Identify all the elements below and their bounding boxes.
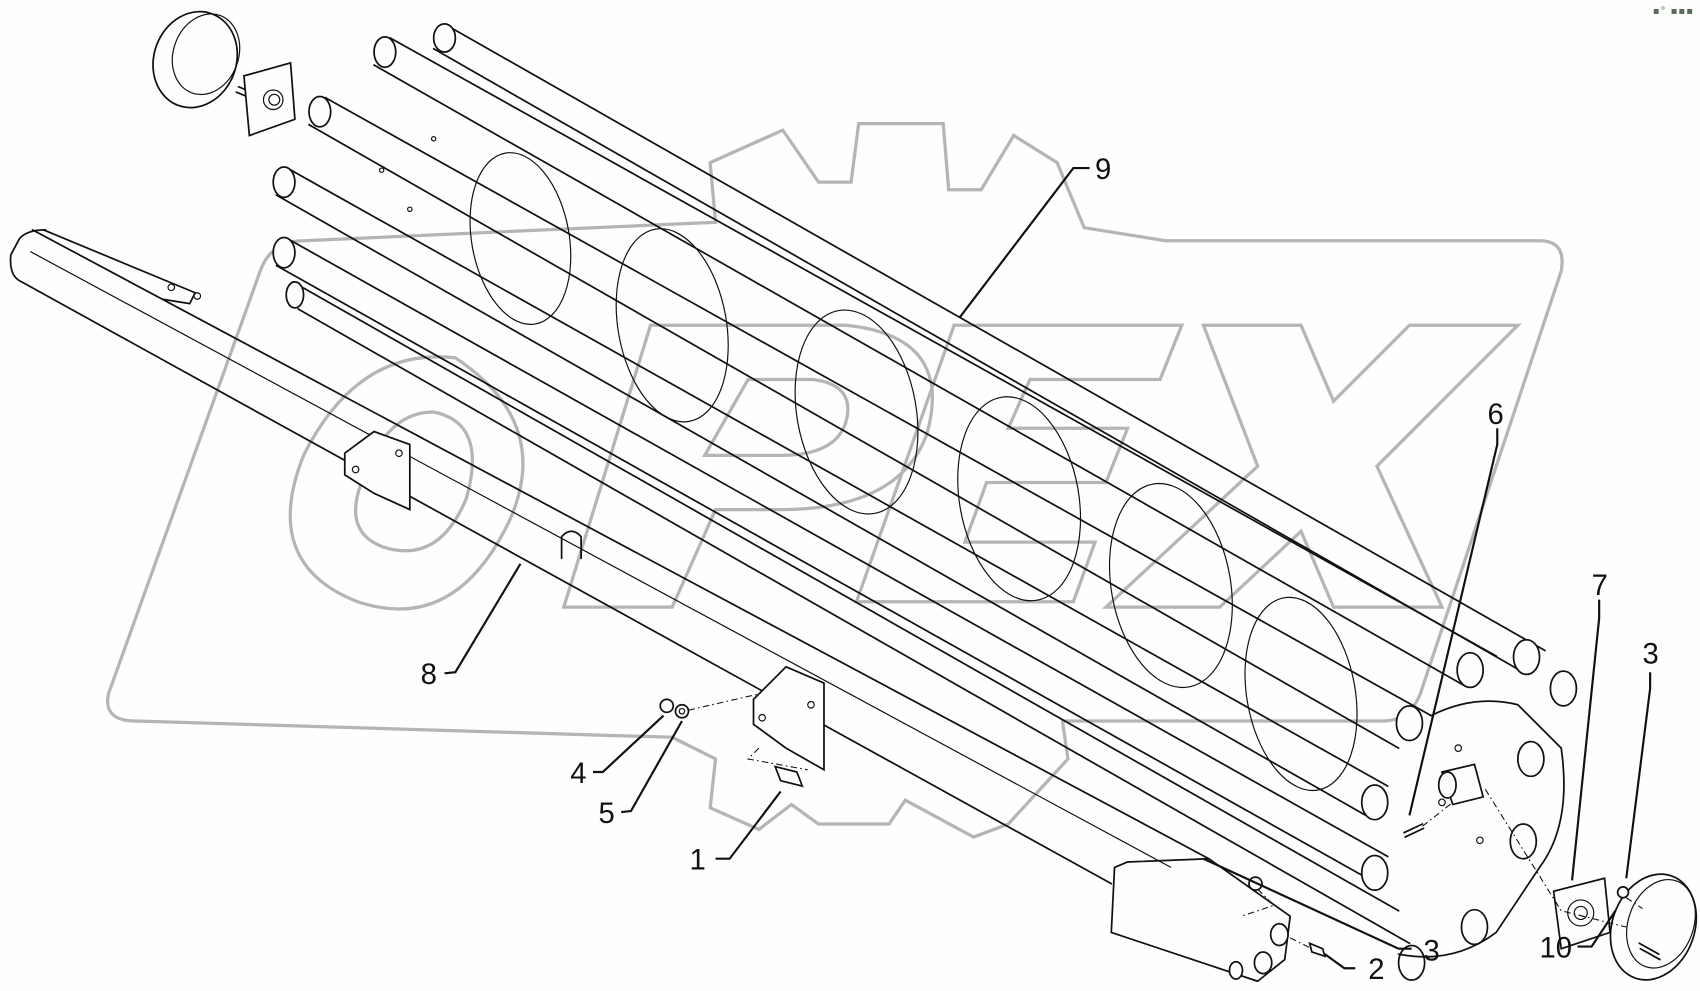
end-cap-ring-top [152,10,258,109]
callout-1: 1 [690,845,706,877]
callout-6: 6 [1488,399,1504,431]
nut-4 [659,698,675,714]
roller-bars [272,22,1578,982]
roller-left-end [378,136,437,213]
watermark-letter-p [561,323,934,609]
watermark-gear-outline [106,121,1564,839]
callout-4: 4 [570,758,586,790]
callout-8: 8 [421,659,437,691]
watermark-letter-x [1101,323,1522,609]
bolt-1 [773,765,804,788]
roller-end-plate [1397,700,1565,958]
corner-status-icon: ▪° ▪▪▪ [1652,6,1694,17]
callout-3a: 3 [1424,936,1440,968]
callout-9: 9 [1095,154,1111,186]
bolt-2 [1308,941,1327,958]
bearing-flange-top [243,61,296,137]
washer-5 [674,703,690,719]
leader-lines [444,166,1652,970]
fasteners [659,693,1643,958]
cage-roller [272,22,1578,982]
callout-7: 7 [1592,570,1608,602]
callout-labels: 1 2 3 3 4 5 6 7 8 9 10 [421,154,1659,986]
callout-2: 2 [1368,954,1384,986]
end-cap-ring-right [1609,873,1698,981]
frame-beam [9,228,1292,983]
roller-discs [469,152,1358,792]
callout-5: 5 [598,798,614,830]
callout-3b: 3 [1643,639,1659,671]
callout-10: 10 [1540,932,1573,964]
watermark-logo [106,121,1564,839]
